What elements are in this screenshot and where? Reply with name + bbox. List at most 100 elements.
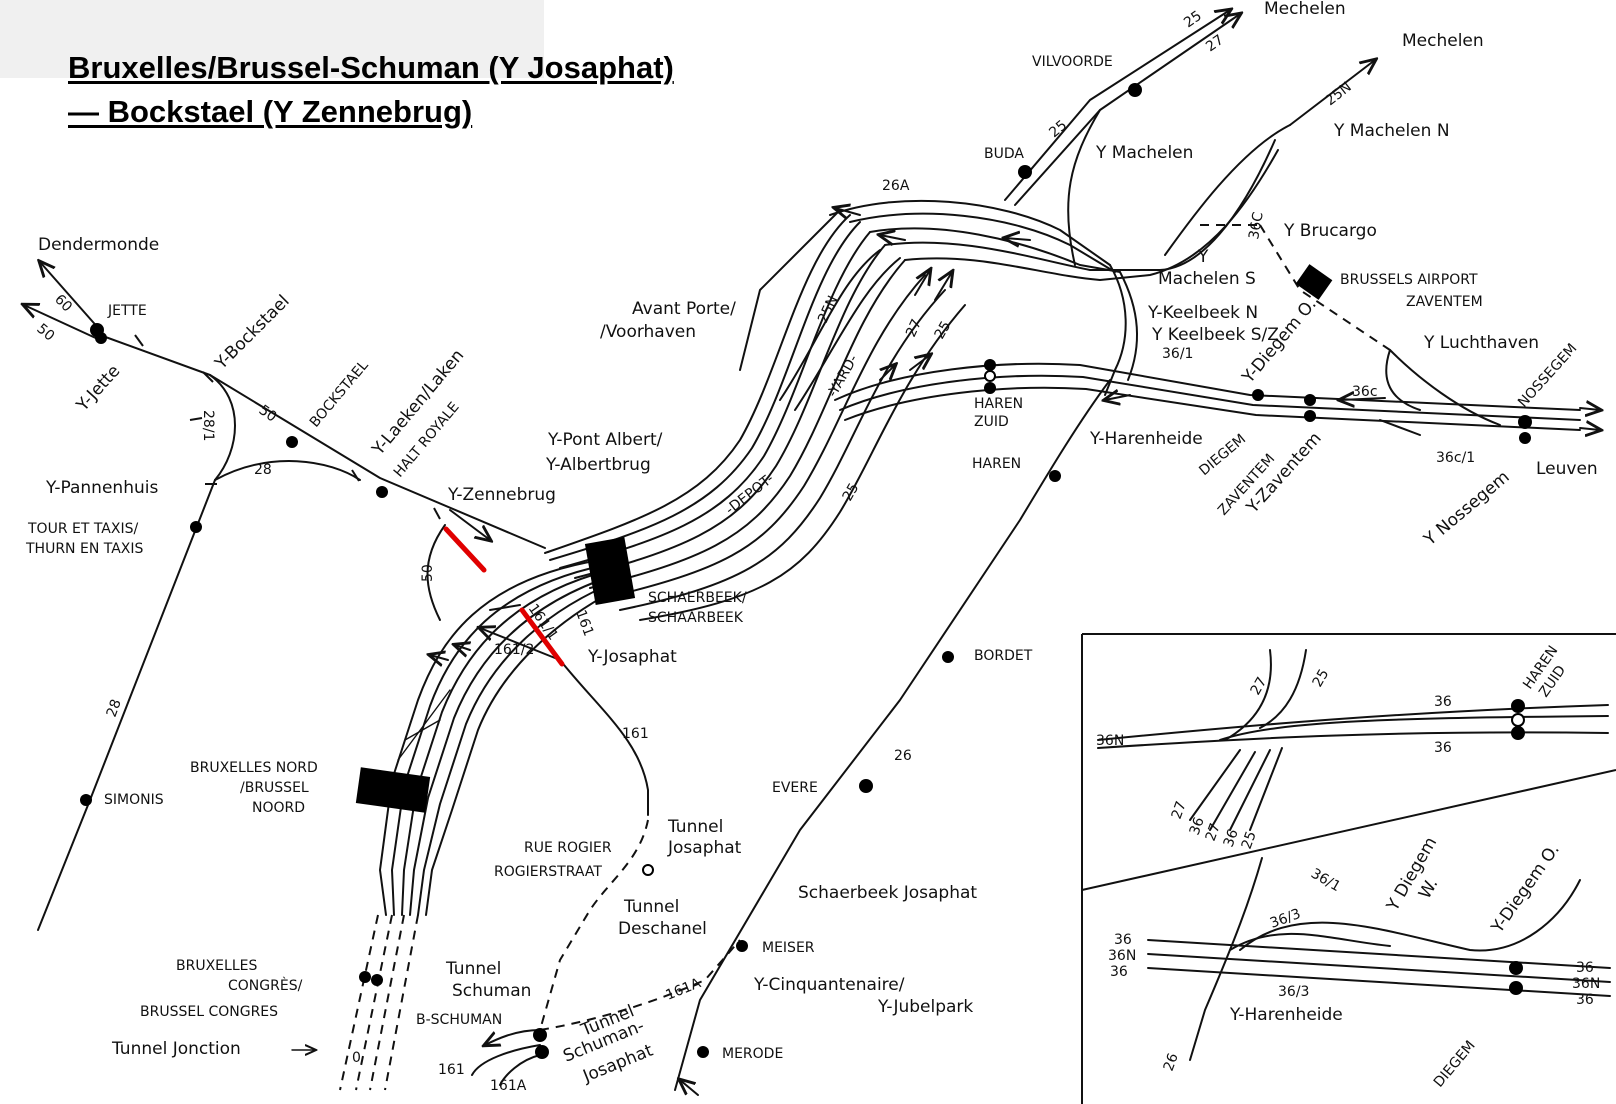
label-buda: BUDA [984, 146, 1024, 162]
inset-bottom-n36N-a: 36N [1108, 948, 1136, 964]
inset-top-n27b: 27 [1169, 799, 1190, 821]
inset-top-n36a: 36 [1434, 694, 1452, 710]
num-25N-b: 25N [1323, 79, 1355, 109]
label-leuven: Leuven [1536, 459, 1598, 479]
label-y-bockstael: Y-Bockstael [211, 291, 294, 374]
inset-bottom-n36N-b: 36N [1572, 976, 1600, 992]
label-diegem: DIEGEM [1196, 431, 1249, 479]
inset-bottom-n36-1: 36/1 [1308, 866, 1343, 896]
label-y-machelen-s-1: Y [1197, 247, 1209, 267]
label-y-machelen-n: Y Machelen N [1333, 121, 1450, 141]
num-26A: 26A [882, 178, 910, 194]
label-y-machelen-s-2: Machelen S [1158, 269, 1256, 289]
map-title-line-2: — Bockstael (Y Zennebrug) [68, 94, 473, 129]
label-haren-zuid-1: HAREN [974, 396, 1023, 412]
label-bruxelles-congres-1: BRUXELLES [176, 958, 257, 974]
label-y-zennebrug: Y-Zennebrug [447, 485, 556, 505]
line-numbers: 60 50 50 50 28 28 28/1 161 161 161 161/1… [33, 8, 1475, 1094]
label-simonis: SIMONIS [104, 792, 164, 808]
stations [80, 83, 1532, 1059]
schaerbeek-ladder [544, 214, 966, 621]
inset-bottom-n36b: 36 [1110, 964, 1128, 980]
label-y-pannenhuis: Y-Pannenhuis [45, 478, 158, 498]
label-y-pont-albert-1: Y-Pont Albert/ [547, 430, 663, 450]
northern-junction-lines [674, 10, 1600, 1096]
label-meiser: MEISER [762, 940, 815, 956]
label-y-luchthaven: Y Luchthaven [1423, 333, 1539, 353]
num-36C-a: 36C [1246, 211, 1267, 241]
label-tour-taxis-1: TOUR ET TAXIS/ [27, 521, 138, 537]
label-haren: HAREN [972, 456, 1021, 472]
title-panel [0, 0, 544, 78]
label-bordet: BORDET [974, 648, 1033, 664]
label-rue-rogier-2: ROGIERSTRAAT [494, 864, 602, 880]
station-labels: Dendermonde JETTE Y-Jette Y-Bockstael BO… [25, 0, 1598, 1087]
west-lines [24, 262, 546, 931]
inset-top-n25b: 25 [1239, 829, 1260, 851]
num-50c: 50 [420, 564, 436, 582]
inset-bottom-n36a: 36 [1114, 932, 1132, 948]
inset-bottom-diegem: DIEGEM [1431, 1038, 1479, 1091]
num-0: 0 [352, 1050, 361, 1066]
inset-top-n36d: 36 [1221, 827, 1242, 849]
num-36c-1: 36c/1 [1436, 450, 1475, 466]
inset-top-n27a: 27 [1248, 675, 1271, 698]
label-jette: JETTE [107, 303, 147, 319]
label-brussels-airport-2: ZAVENTEM [1406, 294, 1483, 310]
label-tunnel-schuman-1: Tunnel [445, 959, 501, 979]
inset-panel: HAREN ZUID 36 36 36N 27 25 27 36 27 36 2… [1081, 633, 1616, 1104]
label-y-keelbeek-2: Y Keelbeek S/Z [1151, 325, 1279, 345]
label-vilvoorde: VILVOORDE [1032, 54, 1113, 70]
label-tunnel-schuman-2: Schuman [452, 981, 531, 1001]
label-b-schuman: B-SCHUMAN [416, 1012, 502, 1028]
label-y-nossegem: Y Nossegem [1420, 467, 1514, 550]
label-y-harenheide: Y-Harenheide [1089, 429, 1203, 449]
num-161a: 161 [572, 608, 596, 639]
label-yard: -YARD- [825, 352, 862, 400]
label-rue-rogier-1: RUE ROGIER [524, 840, 612, 856]
label-merode: MERODE [722, 1046, 783, 1062]
label-mechelen-1: Mechelen [1264, 0, 1346, 19]
inset-bottom-n36c: 36 [1576, 960, 1594, 976]
label-y-pont-albert-2: Y-Albertbrug [545, 455, 651, 475]
inset-top-n36c: 36 [1187, 815, 1208, 837]
label-y-jette: Y-Jette [72, 361, 124, 416]
label-brussels-airport-1: BRUSSELS AIRPORT [1340, 272, 1478, 288]
num-161A-a: 161A [664, 975, 704, 1004]
inset-bottom-y-harenheide: Y-Harenheide [1229, 1005, 1343, 1025]
inset-top-n36N: 36N [1096, 733, 1124, 749]
inset-bottom-n36-3b: 36/3 [1278, 984, 1309, 1000]
num-161b: 161 [622, 726, 649, 742]
inset-bottom-n36d: 36 [1576, 992, 1594, 1008]
num-36-1: 36/1 [1162, 346, 1193, 362]
inset-bottom-n26: 26 [1161, 1051, 1182, 1073]
label-mechelen-2: Mechelen [1402, 31, 1484, 51]
num-26: 26 [894, 748, 912, 764]
label-y-cinquantenaire-1: Y-Cinquantenaire/ [753, 975, 905, 995]
num-161A-b: 161A [490, 1078, 527, 1094]
label-y-machelen: Y Machelen [1095, 143, 1193, 163]
label-tunnel-josaphat-1: Tunnel [667, 817, 723, 837]
num-50a: 50 [33, 321, 57, 345]
num-36c-b: 36c [1352, 384, 1378, 400]
label-bruxelles-congres-3: BRUSSEL CONGRES [140, 1004, 278, 1020]
num-25N-a: 25N [815, 293, 841, 325]
line-161-branch [471, 604, 741, 1086]
inset-bottom-y-diegem-o: Y-Diegem O. [1487, 840, 1564, 938]
label-y-cinquantenaire-2: Y-Jubelpark [877, 997, 973, 1017]
num-25a: 25 [1046, 117, 1070, 141]
label-dendermonde: Dendermonde [38, 235, 159, 255]
label-tunnel-deschanel-1: Tunnel [623, 897, 679, 917]
inset-top-n27c: 27 [1203, 821, 1224, 843]
num-25d: 25 [840, 481, 863, 504]
label-bockstael: BOCKSTAEL [307, 357, 372, 430]
num-28b: 28 [104, 697, 125, 719]
num-60: 60 [51, 292, 75, 316]
label-evere: EVERE [772, 780, 818, 796]
label-bruxelles-nord-2: /BRUSSEL [240, 780, 309, 796]
label-y-brucargo: Y Brucargo [1283, 221, 1377, 241]
num-161c: 161 [438, 1062, 465, 1078]
highlight-zennebrug [443, 526, 487, 573]
west-ticks [134, 334, 441, 520]
